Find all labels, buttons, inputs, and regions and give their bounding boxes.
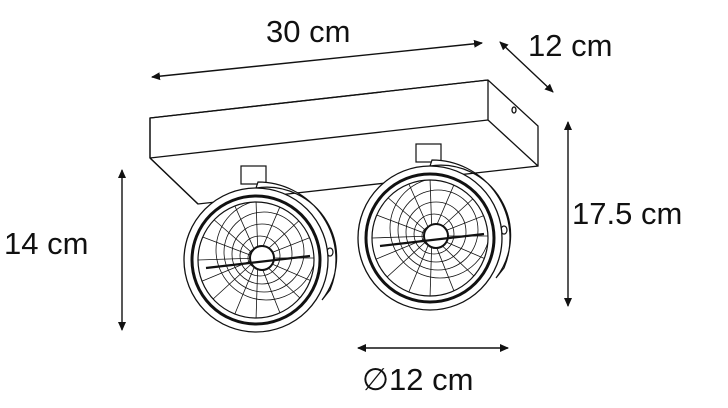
diameter-label: ∅12 cm (362, 362, 474, 397)
dimension-arrows (118, 39, 572, 352)
spot-height-label: 14 cm (4, 226, 89, 261)
total-height-label: 17.5 cm (572, 196, 683, 231)
spotlight-left (183, 165, 338, 333)
spotlight-right (357, 143, 512, 311)
